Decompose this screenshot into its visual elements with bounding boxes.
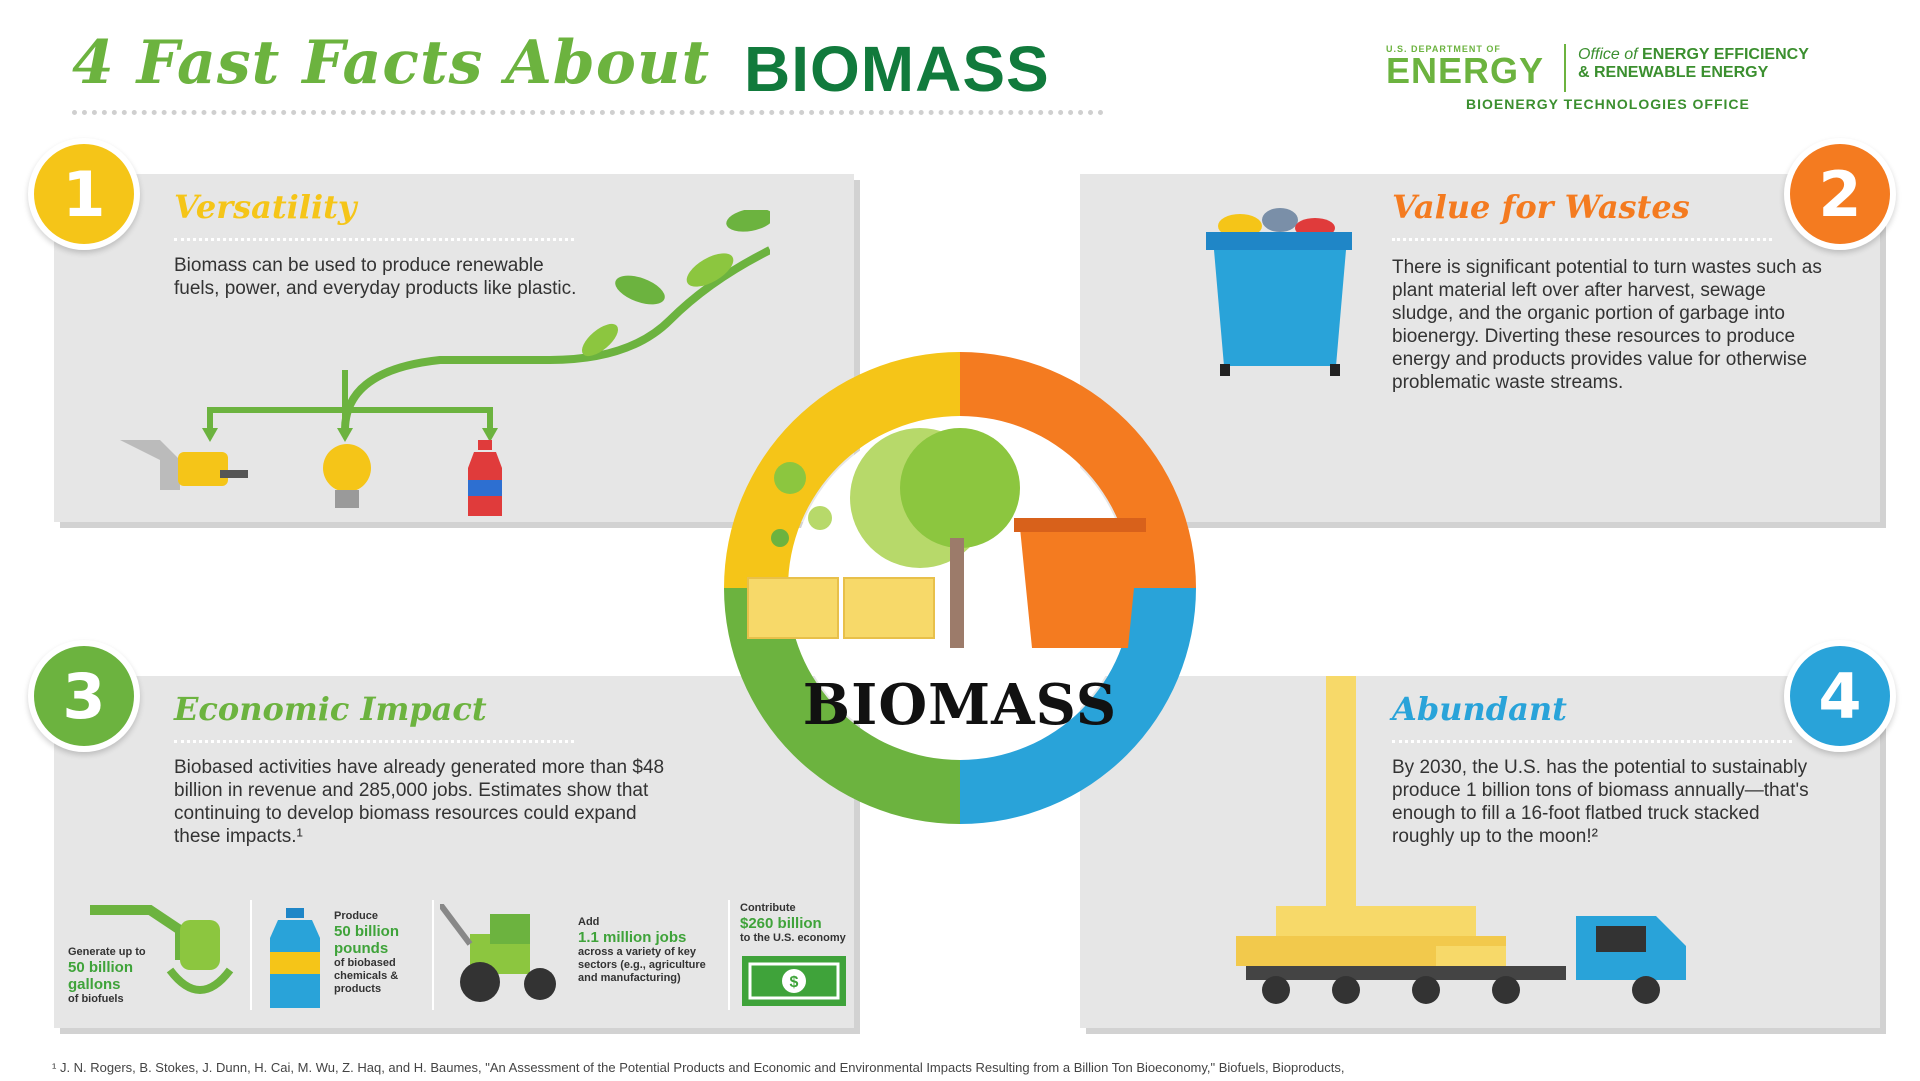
heading-divider <box>1392 238 1772 241</box>
abundant-illustration <box>1236 676 1686 1004</box>
doe-logo: U.S. DEPARTMENT OF ENERGY Office of ENER… <box>1386 44 1886 112</box>
fact-heading-abundant: Abundant <box>1392 690 1567 728</box>
stat-pre: Produce <box>334 910 379 922</box>
doe-office-name: Office of ENERGY EFFICIENCY & RENEWABLE … <box>1578 46 1809 82</box>
blue-waste-bin-icon <box>1206 208 1352 376</box>
fact-heading-economic: Economic Impact <box>174 690 487 728</box>
biomass-ring-graphic <box>724 352 1196 824</box>
fact-text-economic: Biobased activities have already generat… <box>174 757 665 847</box>
stat-post: of biofuels <box>68 993 124 1005</box>
stat-divider <box>250 900 252 1010</box>
versatility-illustration <box>202 210 770 442</box>
stat-highlight: 1.1 million jobs <box>578 929 687 946</box>
stat-pre: Contribute <box>740 902 796 914</box>
fact-number-2: 2 <box>1784 138 1896 250</box>
heading-divider <box>174 238 574 241</box>
svg-text:$: $ <box>790 974 799 991</box>
stat-divider <box>432 900 434 1010</box>
fact-text-versatility: Biomass can be used to produce renewable… <box>174 255 577 299</box>
page-title: 4 Fast Facts About BIOMASS <box>72 28 1132 118</box>
fact-number-4: 4 <box>1784 640 1896 752</box>
fact-number-3: 3 <box>28 640 140 752</box>
title-divider <box>72 110 1104 115</box>
stat-biofuels: Generate up to 50 billion gallons of bio… <box>68 946 178 1006</box>
stat-highlight: 50 billion gallons <box>68 959 134 993</box>
stat-chemicals: Produce 50 billion pounds of biobased ch… <box>334 910 430 996</box>
footnote: ¹ J. N. Rogers, B. Stokes, J. Dunn, H. C… <box>52 1060 1345 1075</box>
stat-highlight: 50 billion pounds <box>334 923 400 957</box>
fuel-nozzle-icon <box>120 440 248 490</box>
biofuel-pump-icon <box>90 905 234 994</box>
heading-divider <box>174 740 574 743</box>
title-script: 4 Fast Facts About <box>72 28 711 98</box>
doe-office-line1: ENERGY EFFICIENCY <box>1642 46 1809 63</box>
biobased-bottle-icon <box>270 908 320 1008</box>
doe-bioenergy-office: BIOENERGY TECHNOLOGIES OFFICE <box>1466 96 1750 112</box>
fact-number-1: 1 <box>28 138 140 250</box>
doe-logo-divider <box>1564 44 1566 92</box>
title-bold: BIOMASS <box>744 33 1050 105</box>
doe-office-of: Office of <box>1578 46 1638 63</box>
stat-pre: Generate up to <box>68 946 146 958</box>
fact-text-wastes: There is significant potential to turn w… <box>1392 257 1822 393</box>
stat-jobs: Add 1.1 million jobs across a variety of… <box>578 916 728 985</box>
fact-heading-versatility: Versatility <box>174 188 357 226</box>
stat-highlight: $260 billion <box>740 915 822 932</box>
tractor-icon <box>440 904 556 1002</box>
stat-pre: Add <box>578 916 600 928</box>
stat-economy: Contribute $260 billion to the U.S. econ… <box>740 902 850 945</box>
stat-post: of biobased chemicals & products <box>334 957 399 995</box>
light-bulb-icon <box>323 444 371 508</box>
fact-heading-wastes: Value for Wastes <box>1392 188 1690 226</box>
doe-office-line2: & RENEWABLE ENERGY <box>1578 64 1769 81</box>
dollar-bill-icon: $ <box>742 956 846 1006</box>
doe-energy-wordmark: ENERGY <box>1386 50 1545 91</box>
stat-divider <box>728 900 730 1010</box>
stat-post: across a variety of key sectors (e.g., a… <box>578 946 706 984</box>
doe-department: U.S. DEPARTMENT OF <box>1386 44 1501 54</box>
center-biomass-label: BIOMASS <box>802 672 1118 738</box>
stat-post: to the U.S. economy <box>740 932 846 944</box>
plastic-bottle-icon <box>468 440 502 516</box>
fact-text-abundant: By 2030, the U.S. has the potential to s… <box>1392 757 1809 847</box>
heading-divider <box>1392 740 1792 743</box>
